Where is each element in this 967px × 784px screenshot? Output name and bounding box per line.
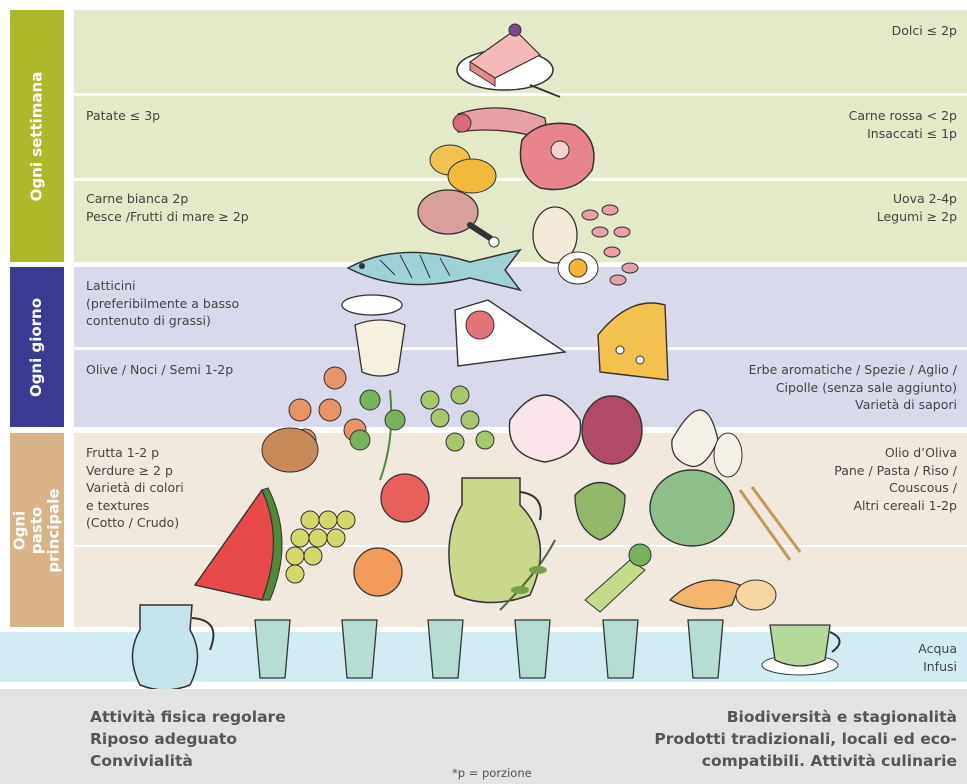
- weekly-section-title: Ogni settimana: [29, 71, 46, 201]
- label-red-meat: Carne rossa < 2p Insaccati ≤ 1p: [849, 107, 957, 142]
- daily-sidebar: Ogni giorno: [10, 267, 64, 427]
- band-sweets: [74, 10, 967, 93]
- label-herbs-spices: Erbe aromatiche / Spezie / Aglio / Cipol…: [749, 361, 957, 414]
- band-cereals: [74, 547, 967, 627]
- daily-section-title: Ogni giorno: [29, 297, 46, 396]
- band-fruit-veg: [74, 433, 967, 545]
- band-water: [0, 632, 967, 682]
- label-oil-cereals: Olio d’Oliva Pane / Pasta / Riso / Cousc…: [834, 444, 957, 514]
- label-eggs-legumes: Uova 2-4p Legumi ≥ 2p: [877, 190, 957, 225]
- label-poultry-fish: Carne bianca 2p Pesce /Frutti di mare ≥ …: [86, 190, 249, 225]
- portion-note: *p = porzione: [452, 766, 532, 780]
- label-sweets: Dolci ≤ 2p: [892, 22, 957, 40]
- weekly-sidebar: Ogni settimana: [10, 10, 64, 262]
- bottom-right-text: Biodiversità e stagionalità Prodotti tra…: [654, 706, 957, 772]
- label-water: Acqua Infusi: [918, 640, 957, 675]
- meal-section-title: Ogni pasto principale: [12, 488, 63, 572]
- label-olives-nuts: Olive / Noci / Semi 1-2p: [86, 361, 233, 379]
- label-potatoes: Patate ≤ 3p: [86, 107, 160, 125]
- label-dairy: Latticini (preferibilmente a basso conte…: [86, 277, 239, 330]
- band-meat: [74, 96, 967, 178]
- label-fruit-veg: Frutta 1-2 p Verdure ≥ 2 p Varietà di co…: [86, 444, 184, 532]
- meal-sidebar: Ogni pasto principale: [10, 433, 64, 627]
- bottom-left-text: Attività fisica regolare Riposo adeguato…: [90, 706, 286, 772]
